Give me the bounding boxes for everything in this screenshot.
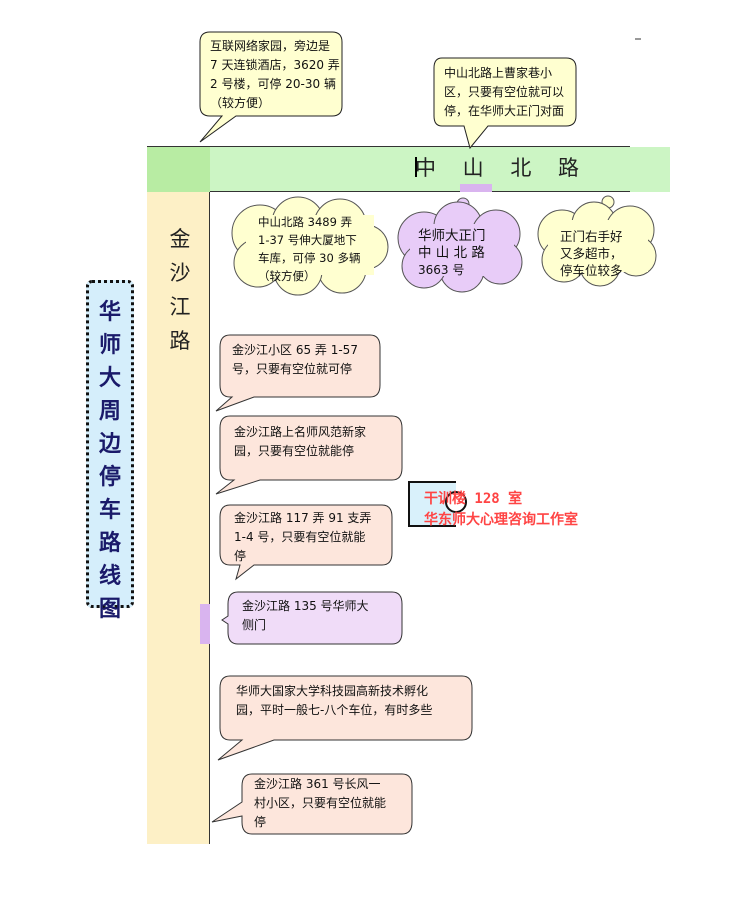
speech-bubble-shape: [217, 675, 473, 761]
callout-line: 园，只要有空位就能停: [234, 444, 355, 458]
callout-line: 华师大国家大学科技园高新技术孵化: [236, 684, 429, 698]
cloud-supermarket: 正门右手好 又多超市， 停车位较多: [536, 194, 660, 290]
callout-line: 村小区，只要有空位就能: [254, 796, 387, 810]
callout-line: 园，平时一般七-八个车位，有时多些: [236, 703, 433, 717]
road-edge-line: [147, 146, 630, 147]
side-gate-marker: [200, 604, 210, 644]
speech-bubble-shape: [433, 57, 577, 150]
cloud-line: 车库，可停 30 多辆: [258, 251, 361, 265]
cloud-main-gate: 华师大正门 中 山 北 路 3663 号: [396, 196, 526, 294]
callout-line: 区，只要有空位就可以: [444, 85, 565, 99]
thought-cloud-shape: [397, 197, 523, 293]
speech-bubble-shape: [221, 591, 403, 645]
callout-line: 金沙江路 117 弄 91 支弄: [234, 511, 372, 525]
cloud-line: 中 山 北 路: [418, 245, 485, 261]
title-char: 路: [98, 531, 121, 556]
callout-line: 互联网络家园，旁边是: [210, 39, 331, 53]
page-title: 华 师 大 周 边 停 车 路 线 图: [86, 296, 134, 626]
callout-jinshajiang-117: 金沙江路 117 弄 91 支弄 1-4 号，只要有空位就能 停: [214, 503, 396, 581]
cloud-line: 正门右手好: [560, 229, 623, 244]
road-name-char: 江: [169, 295, 191, 319]
road-name-char: 金: [169, 227, 191, 251]
callout-line: 停: [254, 815, 267, 829]
callout-changfeng: 金沙江路 361 号长风一 村小区，只要有空位就能 停: [210, 772, 416, 838]
road-name-cursor: [415, 157, 417, 177]
callout-line: 侧门: [242, 618, 267, 632]
zhongshan-north-road: [147, 147, 670, 192]
callout-line: 金沙江路 135 号华师大: [242, 599, 369, 613]
title-char: 周: [98, 399, 121, 424]
office-label: 干训楼 128 室 华东师大心理咨询工作室: [424, 489, 578, 531]
callout-line: 停: [234, 549, 247, 563]
title-char: 线: [98, 564, 121, 589]
callout-line: 2 号楼，可停 20-30 辆: [210, 77, 336, 91]
thought-cloud-shape: [537, 195, 657, 287]
jinshajiang-road: [147, 192, 210, 844]
title-char: 师: [98, 333, 121, 358]
callout-caojiaxiang: 中山北路上曹家巷小 区，只要有空位就可以 停，在华师大正门对面: [430, 56, 580, 150]
callout-line: （较方便）: [210, 96, 271, 110]
title-char: 大: [98, 366, 121, 391]
speech-bubble-shape: [211, 773, 413, 835]
callout-line: 金沙江路上名师风范新家: [234, 425, 367, 439]
thought-cloud-shape: [231, 196, 389, 296]
callout-science-park: 华师大国家大学科技园高新技术孵化 园，平时一般七-八个车位，有时多些: [214, 674, 476, 762]
stray-mark: [635, 38, 641, 40]
callout-line: 号，只要有空位就可停: [232, 362, 353, 376]
cloud-line: 1-37 号伸大厦地下: [258, 233, 357, 247]
cloud-line: （较方便）: [258, 269, 316, 283]
callout-mingshi-fengfan: 金沙江路上名师风范新家 园，只要有空位就能停: [214, 414, 406, 496]
callout-line: 停，在华师大正门对面: [444, 104, 565, 118]
callout-jinshajiang-65: 金沙江小区 65 弄 1-57 号，只要有空位就可停: [214, 333, 384, 413]
speech-bubble-shape: [199, 31, 343, 143]
road-name-char: 路: [169, 329, 191, 353]
callout-line: 1-4 号，只要有空位就能: [234, 530, 366, 544]
road-name-zhongshan: 中 山 北 路: [415, 156, 590, 180]
title-char: 图: [98, 597, 121, 622]
title-char: 停: [98, 465, 121, 490]
road-corner: [147, 147, 210, 192]
speech-bubble-shape: [219, 504, 393, 581]
road-edge-line: [210, 191, 630, 192]
title-char: 华: [98, 300, 121, 325]
callout-line: 中山北路上曹家巷小: [444, 66, 553, 80]
cloud-line: 中山北路 3489 弄: [258, 215, 353, 229]
road-edge-line: [209, 192, 210, 844]
cloud-line: 华师大正门: [418, 228, 486, 244]
title-char: 车: [98, 498, 121, 523]
main-gate-marker: [460, 184, 492, 192]
callout-line: 金沙江小区 65 弄 1-57: [232, 343, 358, 357]
callout-line: 金沙江路 361 号长风一: [254, 777, 381, 791]
callout-line: 7 天连锁酒店，3620 弄: [210, 58, 340, 72]
callout-side-gate: 金沙江路 135 号华师大 侧门: [221, 590, 406, 648]
road-name-char: 沙: [169, 261, 191, 285]
cloud-line: 又多超市，: [560, 246, 623, 261]
office-name: 华东师大心理咨询工作室: [424, 512, 578, 528]
speech-bubble-shape: [215, 415, 403, 495]
road-name-jinshajiang: 金 沙 江 路: [168, 222, 192, 358]
callout-internet-home: 互联网络家园，旁边是 7 天连锁酒店，3620 弄 2 号楼，可停 20-30 …: [196, 30, 346, 145]
title-box: [86, 280, 134, 608]
cloud-line: 停车位较多: [560, 263, 623, 278]
office-building-notch: [445, 491, 467, 513]
cloud-shenxia-garage: 中山北路 3489 弄 1-37 号伸大厦地下 车库，可停 30 多辆 （较方便…: [228, 195, 390, 296]
office-room: 干训楼 128 室: [424, 491, 523, 507]
speech-bubble-shape: [215, 334, 381, 412]
cloud-line: 3663 号: [418, 263, 465, 277]
title-char: 边: [98, 432, 121, 457]
